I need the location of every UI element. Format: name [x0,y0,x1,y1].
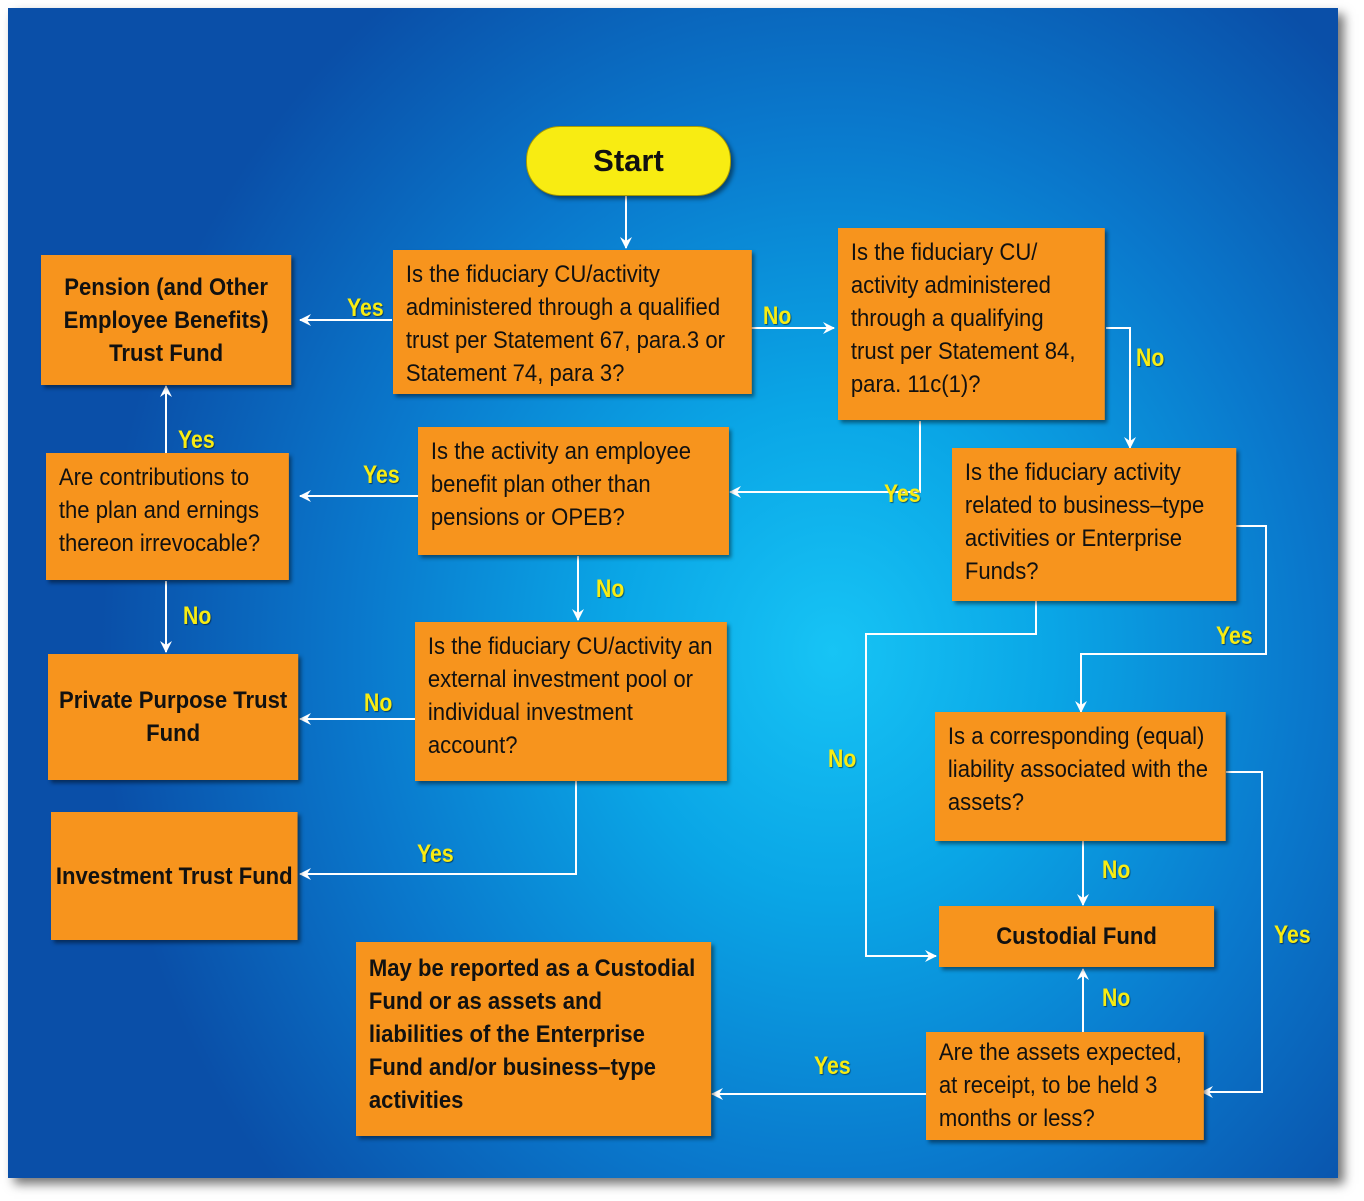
decision-employee-benefit-plan: Is the activity an employee benefit plan… [418,427,729,555]
pension-trust-fund-box: Pension (and Other Employee Benefits) Tr… [41,255,292,385]
decision-external-investment-pool: Is the fiduciary CU/activity an external… [415,622,727,781]
start-terminal: Start [526,126,731,196]
decision-contributions-irrevocable: Are contributions to the plan and erning… [46,453,289,580]
label-yes-q4: Yes [178,426,215,454]
connector-q5-q7 [1075,525,1267,713]
label-no-q4: No [183,602,212,630]
custodial-fund-box: Custodial Fund [939,906,1215,967]
label-no-q6: No [364,689,393,717]
flowchart-canvas: Start Is the fiduciary CU/activity admin… [8,8,1338,1178]
label-no-q3: No [596,575,625,603]
decision-corresponding-liability: Is a corresponding (equal) liability ass… [935,712,1226,841]
label-yes-q6: Yes [417,840,454,868]
label-no-q7: No [1102,856,1131,884]
connector-lines [160,194,1267,1100]
private-purpose-trust-fund-box: Private Purpose Trust Fund [48,654,299,780]
connector-q7-q8 [1201,771,1263,1098]
custodial-or-enterprise-note: May be reported as a Custodial Fund or a… [356,942,712,1136]
label-no-q2: No [1136,344,1165,372]
connector-q2-q5 [1106,327,1136,449]
label-yes-q3: Yes [363,461,400,489]
label-yes-q5: Yes [1216,622,1253,650]
connector-q6-investment [299,781,577,880]
label-yes-q2: Yes [884,480,921,508]
connector-q2-q3 [729,421,921,498]
connector-q5-custodial [865,601,1037,962]
label-no-q5: No [828,745,857,773]
label-yes-q8: Yes [814,1052,851,1080]
investment-trust-fund-box: Investment Trust Fund [51,812,298,940]
label-no-q8: No [1102,984,1131,1012]
label-no-q1: No [763,302,792,330]
decision-held-three-months: Are the assets expected, at receipt, to … [926,1032,1204,1140]
label-yes-q1: Yes [347,294,384,322]
decision-qualifying-trust-84: Is the fiduciary CU/ activity administer… [838,228,1105,420]
decision-business-type-activities: Is the fiduciary activity related to bus… [952,448,1237,601]
label-yes-q7: Yes [1274,921,1311,949]
decision-qualified-trust-67-74: Is the fiduciary CU/activity administere… [393,250,752,394]
